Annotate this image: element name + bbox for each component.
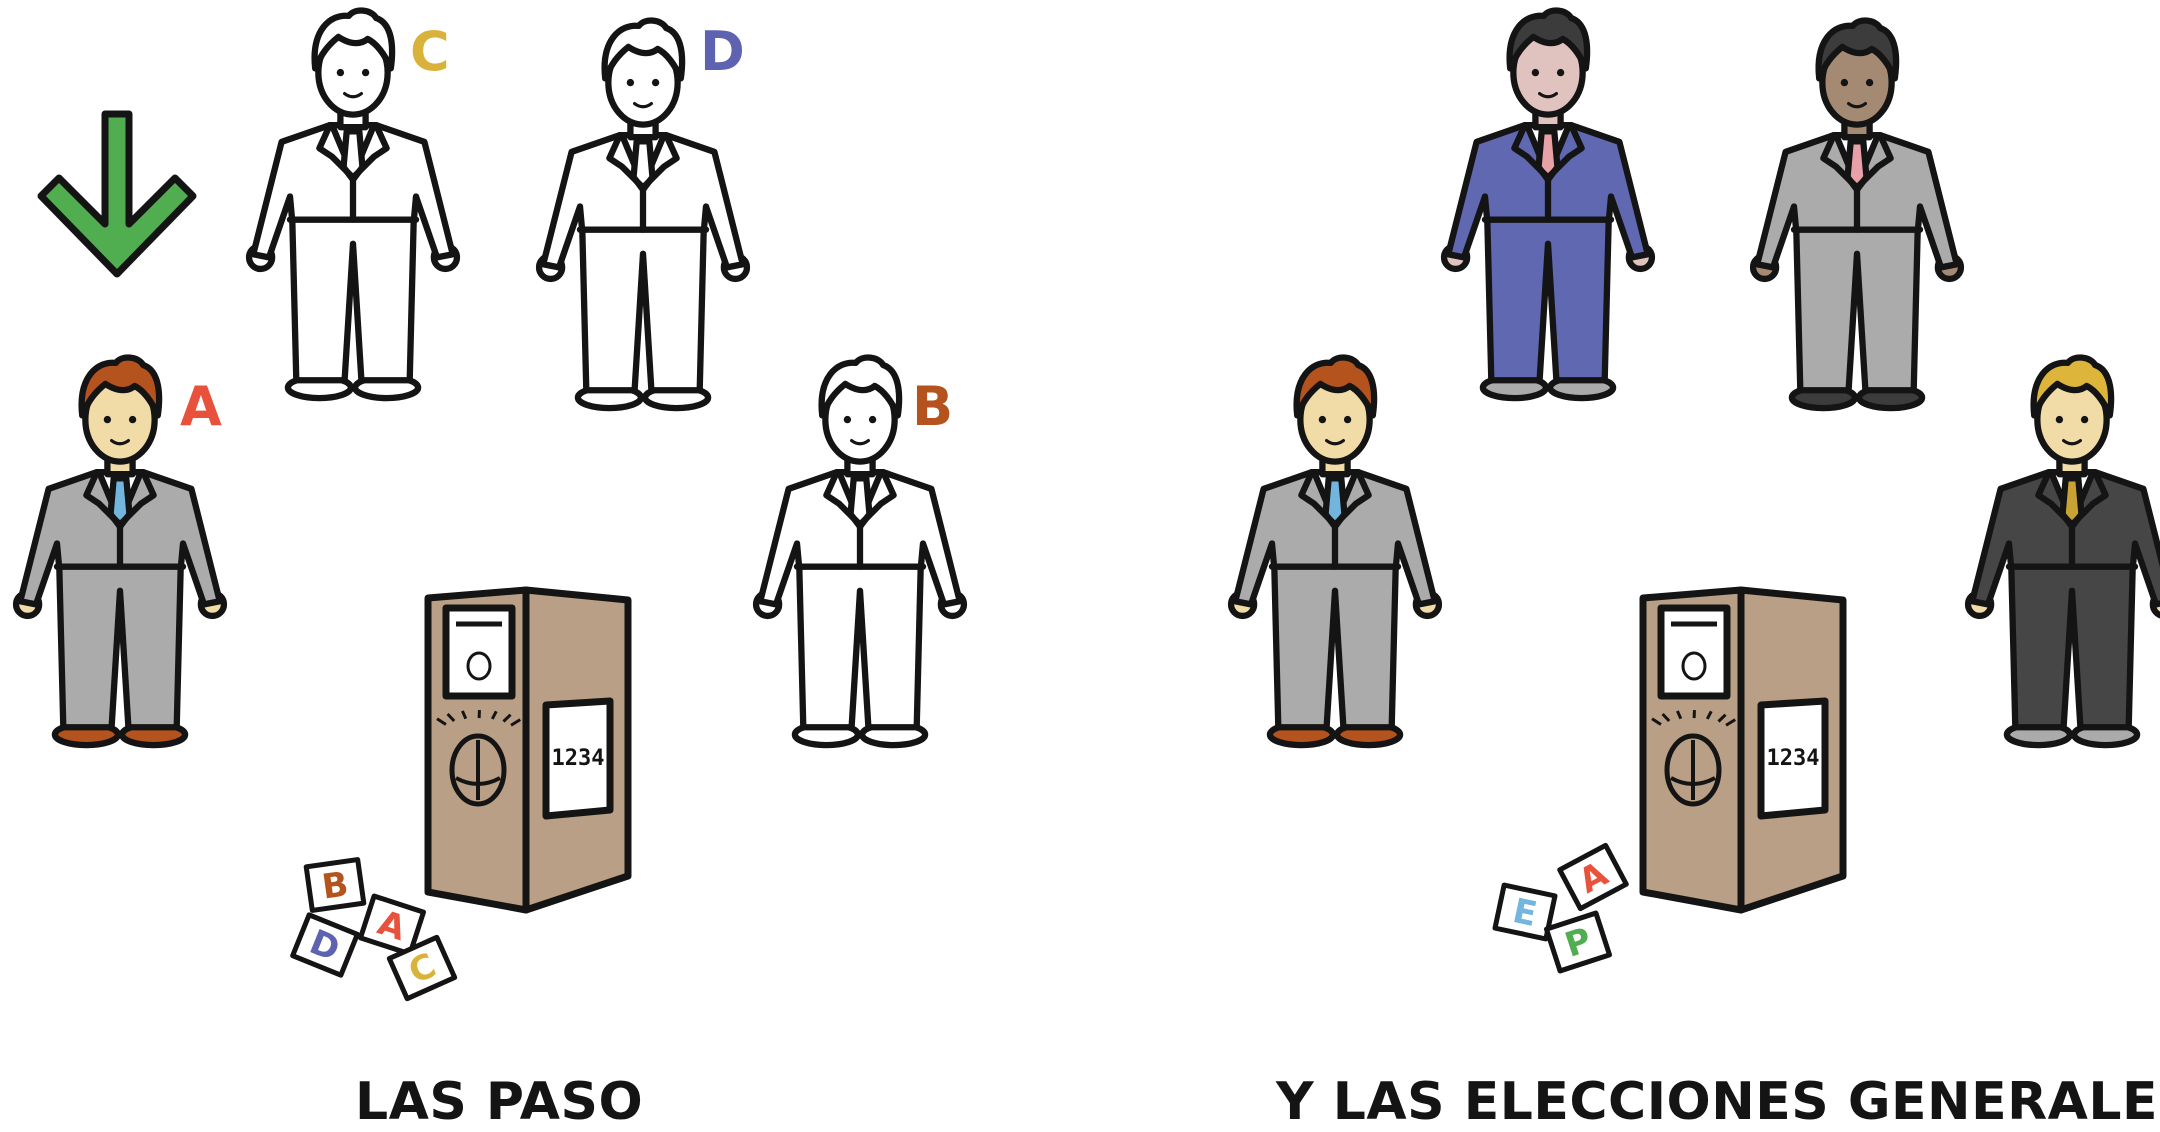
ballot-b: B	[306, 860, 364, 911]
candidate-1	[1444, 11, 1652, 399]
ballot-box: 1234	[428, 590, 628, 910]
candidate-letter-d: D	[700, 20, 745, 83]
candidate-4	[1968, 358, 2160, 746]
ballot-box: 1234	[1643, 590, 1843, 910]
arrow-down-icon	[41, 114, 193, 274]
candidate-letter-b: B	[912, 375, 953, 438]
ballot-p: P	[1546, 913, 1609, 971]
candidate-3	[1231, 358, 1439, 746]
ballot-box-label: 1234	[1767, 746, 1820, 771]
candidate-letter-c: C	[410, 20, 450, 83]
ballot-d: D	[293, 915, 358, 975]
caption-las-paso: LAS PASO	[355, 1072, 643, 1132]
candidate-2	[1753, 21, 1961, 409]
candidate-letter-a: A	[180, 375, 222, 438]
ballot-letter: B	[320, 864, 351, 907]
ballot-a: A	[1560, 845, 1627, 908]
ballot-box-label: 1234	[552, 746, 605, 771]
caption-elecciones-generales: Y LAS ELECCIONES GENERALES	[1276, 1072, 2160, 1132]
